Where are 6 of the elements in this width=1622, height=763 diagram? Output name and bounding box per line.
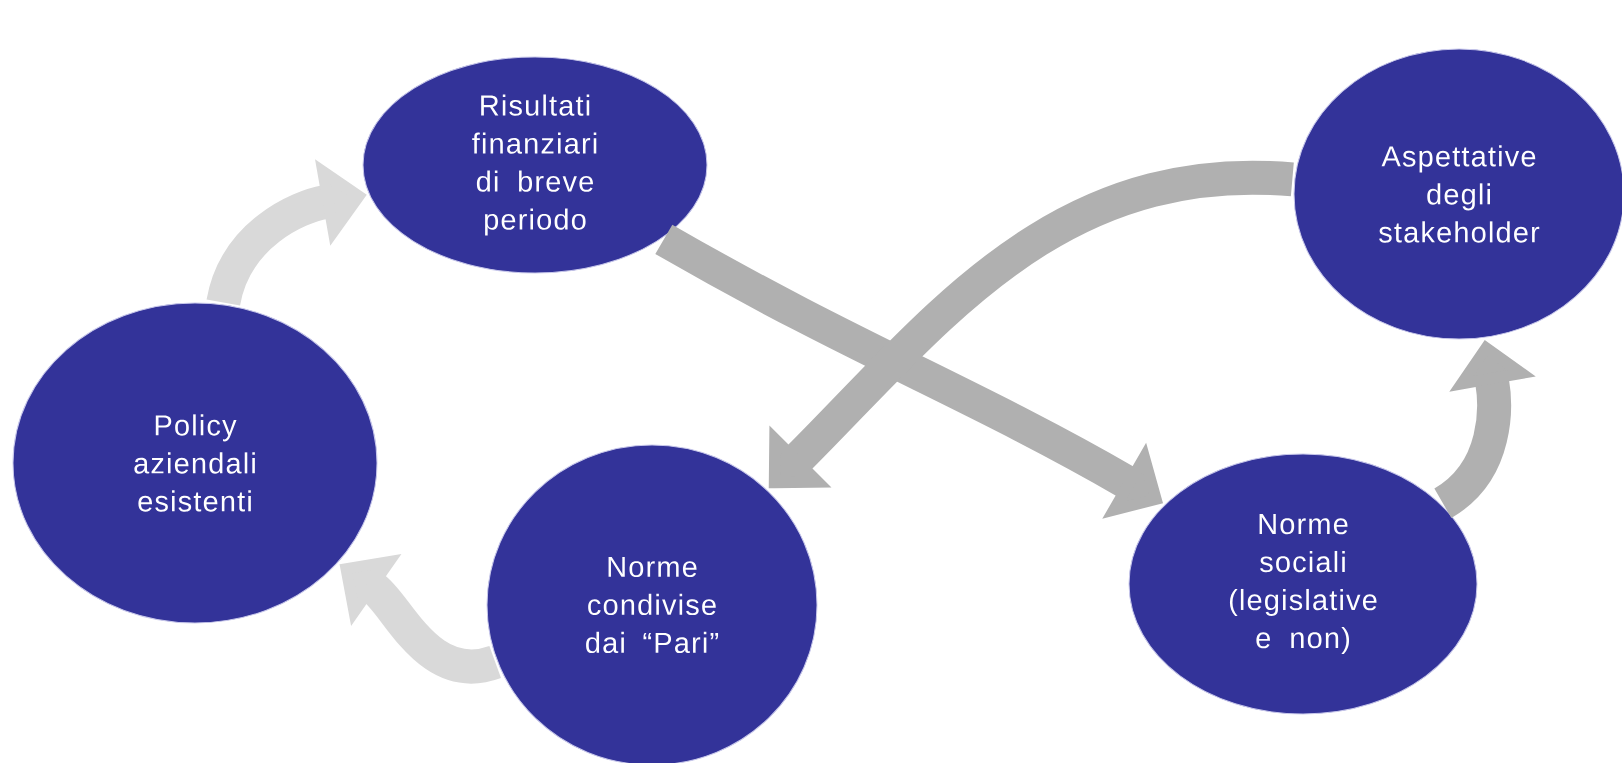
- circle-node: Norme sociali (legislative e non): [1128, 453, 1478, 715]
- arrow: [768, 160, 1293, 489]
- circle-node: Norme condivise dai “Pari”: [486, 444, 818, 763]
- circle-node: Policy aziendali esistenti: [12, 302, 378, 624]
- circle-node: Risultati finanziari di breve periodo: [362, 56, 708, 274]
- circle-node: Aspettative degli stakeholder: [1293, 48, 1622, 340]
